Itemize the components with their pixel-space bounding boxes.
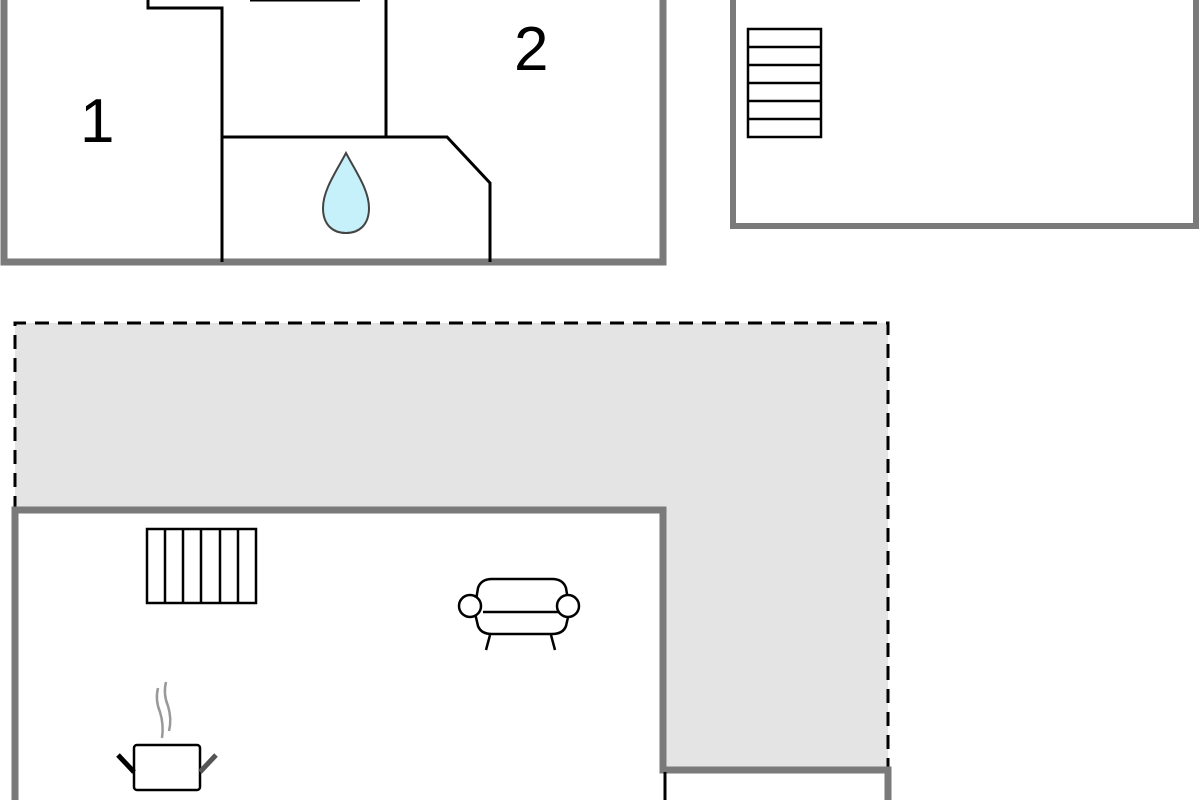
- terrace-area: [15, 323, 888, 770]
- cooking-pot-icon: [116, 681, 218, 792]
- top-right-unit-walls: [730, 0, 1199, 229]
- room-label-2: 2: [514, 15, 548, 84]
- radiator-icon: [145, 527, 258, 605]
- lower-room-floor: [15, 510, 663, 800]
- armchair-icon: [457, 577, 581, 651]
- stairs-icon: [746, 27, 823, 139]
- lower-unit-walls: [11, 506, 892, 800]
- room-label-1: 1: [80, 87, 114, 156]
- interior-walls: [146, 0, 492, 262]
- water-drop-icon: [321, 150, 371, 235]
- terrace-dashed-outline: [13, 321, 890, 770]
- top-left-unit-walls: [0, 0, 667, 266]
